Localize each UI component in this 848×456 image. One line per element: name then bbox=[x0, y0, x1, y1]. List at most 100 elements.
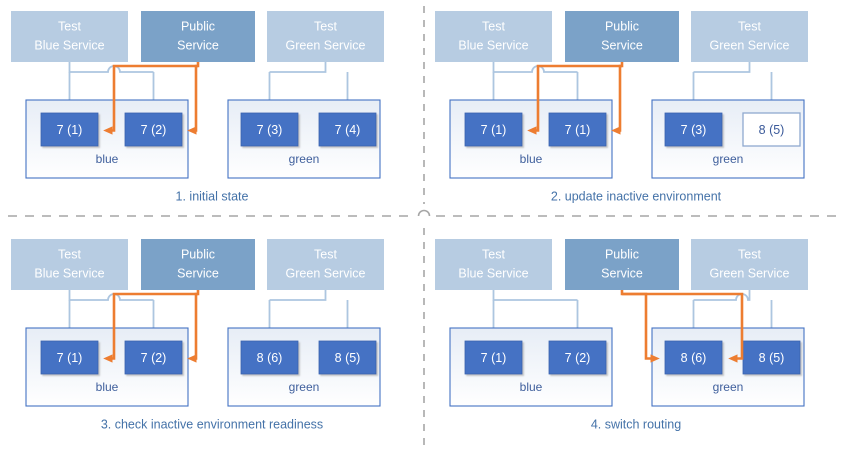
test-green-service-line2: Green Service bbox=[286, 266, 366, 280]
instance-blue-1: 7 (1) bbox=[40, 112, 99, 147]
public-to-blue-instance-1 bbox=[103, 290, 200, 363]
connector-test-green-rail bbox=[269, 290, 327, 301]
instance-box bbox=[464, 112, 523, 147]
public-routing-connectors bbox=[620, 290, 744, 363]
environment-label-green: green bbox=[289, 380, 320, 394]
public-service-line1: Public bbox=[605, 19, 639, 33]
public-to-green-instance-2 bbox=[622, 292, 744, 363]
instance-box bbox=[742, 112, 801, 147]
instance-box bbox=[318, 112, 377, 147]
public-service-box bbox=[141, 239, 255, 290]
public-service-box bbox=[141, 11, 255, 62]
instance-blue-2: 7 (2) bbox=[124, 340, 183, 375]
test-blue-service-box bbox=[11, 11, 128, 62]
test-green-service-box bbox=[267, 239, 384, 290]
instance-green-1: 8 (6) bbox=[664, 340, 723, 375]
test-green-service-line1: Test bbox=[738, 19, 761, 33]
environment-label-blue: blue bbox=[96, 152, 119, 166]
public-service-box bbox=[565, 239, 679, 290]
instance-label: 7 (1) bbox=[481, 351, 507, 365]
public-routing-connectors bbox=[103, 62, 200, 135]
instance-blue-2: 7 (2) bbox=[548, 340, 607, 375]
instance-label: 7 (3) bbox=[681, 123, 707, 137]
public-service-line2: Service bbox=[601, 38, 643, 52]
dividers-layer bbox=[8, 6, 840, 450]
instance-blue-2: 7 (1) bbox=[548, 112, 607, 147]
instance-box bbox=[742, 340, 801, 375]
instance-label: 7 (3) bbox=[257, 123, 283, 137]
instance-label: 7 (2) bbox=[565, 351, 591, 365]
panel-caption: 1. initial state bbox=[176, 189, 249, 203]
instance-box bbox=[664, 340, 723, 375]
test-blue-service-line2: Blue Service bbox=[458, 38, 528, 52]
instance-label: 7 (2) bbox=[141, 351, 167, 365]
connector-test-green-rail bbox=[693, 62, 751, 73]
instance-box bbox=[318, 340, 377, 375]
instance-green-2: 7 (4) bbox=[318, 112, 377, 147]
instance-green-1: 8 (6) bbox=[240, 340, 299, 375]
instance-label: 8 (5) bbox=[759, 123, 785, 137]
public-service-line2: Service bbox=[177, 266, 219, 280]
instance-blue-2: 7 (2) bbox=[124, 112, 183, 147]
test-blue-service-line2: Blue Service bbox=[34, 38, 104, 52]
environment-label-green: green bbox=[713, 152, 744, 166]
instance-label: 8 (6) bbox=[681, 351, 707, 365]
instance-label: 8 (6) bbox=[257, 351, 283, 365]
public-routing-connectors bbox=[103, 290, 200, 363]
instance-label: 8 (5) bbox=[335, 351, 361, 365]
connector-test-green-rail bbox=[269, 62, 327, 73]
environment-label-green: green bbox=[713, 380, 744, 394]
blue-connectors bbox=[65, 62, 352, 117]
instance-green-2: 8 (5) bbox=[318, 340, 377, 375]
test-blue-service-line1: Test bbox=[58, 247, 81, 261]
environment-label-blue: blue bbox=[96, 380, 119, 394]
instance-box bbox=[240, 112, 299, 147]
public-service-box bbox=[565, 11, 679, 62]
public-service-line2: Service bbox=[177, 38, 219, 52]
instance-label: 7 (2) bbox=[141, 123, 167, 137]
public-to-blue-instance-1 bbox=[527, 62, 624, 135]
test-green-service-box bbox=[691, 239, 808, 290]
instance-box bbox=[240, 340, 299, 375]
test-green-service-line1: Test bbox=[314, 247, 337, 261]
test-blue-service-line2: Blue Service bbox=[34, 266, 104, 280]
divider-crossing-hop bbox=[417, 209, 431, 217]
instance-label: 7 (1) bbox=[57, 351, 83, 365]
environment-label-blue: blue bbox=[520, 380, 543, 394]
test-green-service-box bbox=[267, 11, 384, 62]
instance-label: 8 (5) bbox=[759, 351, 785, 365]
test-blue-service-line1: Test bbox=[58, 19, 81, 33]
public-service-line1: Public bbox=[181, 247, 215, 261]
instance-box bbox=[664, 112, 723, 147]
test-green-service-line2: Green Service bbox=[286, 38, 366, 52]
test-green-service-line2: Green Service bbox=[710, 266, 790, 280]
instance-label: 7 (1) bbox=[481, 123, 507, 137]
panel-caption: 4. switch routing bbox=[591, 417, 681, 431]
environment-label-blue: blue bbox=[520, 152, 543, 166]
test-green-service-line1: Test bbox=[738, 247, 761, 261]
panel-caption: 2. update inactive environment bbox=[551, 189, 722, 203]
test-blue-service-box bbox=[435, 11, 552, 62]
panel-caption: 3. check inactive environment readiness bbox=[101, 417, 323, 431]
test-green-service-box bbox=[691, 11, 808, 62]
test-blue-service-line1: Test bbox=[482, 19, 505, 33]
instance-blue-1: 7 (1) bbox=[464, 340, 523, 375]
public-to-blue-instance-2 bbox=[611, 64, 622, 135]
instance-green-2: 8 (5) bbox=[742, 112, 801, 147]
public-service-line1: Public bbox=[181, 19, 215, 33]
